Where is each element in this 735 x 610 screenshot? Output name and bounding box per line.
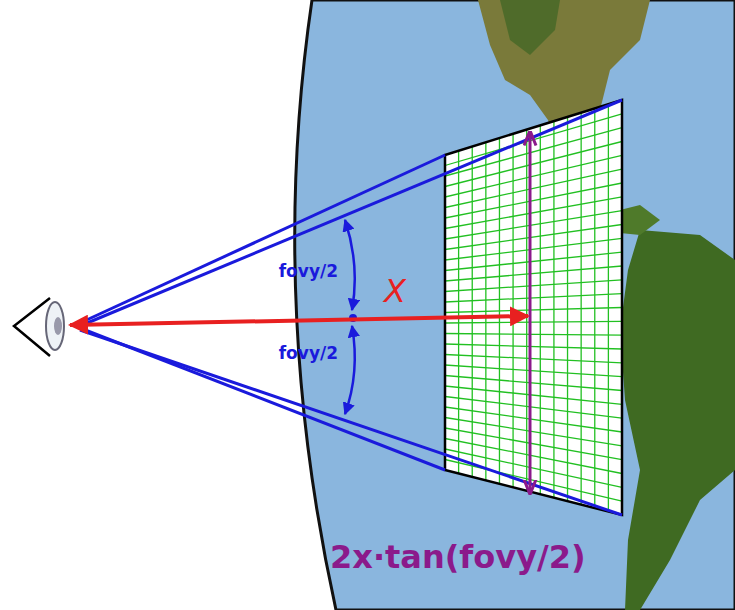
grid-line (445, 238, 622, 260)
height-label: 2x·tan(fovy/2) (330, 540, 586, 575)
grid-line (445, 344, 622, 349)
fov-arc (345, 326, 355, 414)
grid-line (445, 365, 622, 377)
height-dimension (529, 132, 532, 493)
grid-line (445, 308, 622, 313)
grid-line (445, 321, 622, 323)
grid-line (445, 128, 622, 176)
land-north-green (500, 0, 560, 55)
distance-label: X (384, 274, 406, 309)
grid-line (445, 386, 622, 404)
grid-line (445, 334, 622, 336)
fov-arc (345, 220, 355, 310)
grid-line (445, 225, 622, 250)
angle-label: fovy/2 (279, 344, 338, 363)
grid-line (445, 114, 622, 166)
grid-line (445, 211, 622, 239)
grid-line (445, 460, 622, 502)
eye-symbol (14, 298, 64, 356)
grid-line (445, 266, 622, 281)
grid-line (445, 197, 622, 229)
frustum-lines (80, 100, 622, 515)
grid-line (445, 294, 622, 302)
grid-line (445, 397, 622, 419)
globe (295, 0, 735, 610)
grid-line (445, 418, 622, 446)
grid-line (445, 407, 622, 432)
grid-line (445, 449, 622, 487)
distance-arrow (70, 316, 528, 325)
grid-line (445, 280, 622, 292)
grid-line (445, 355, 622, 363)
land-south (620, 230, 735, 610)
angle-label: fovy/2 (279, 262, 338, 281)
